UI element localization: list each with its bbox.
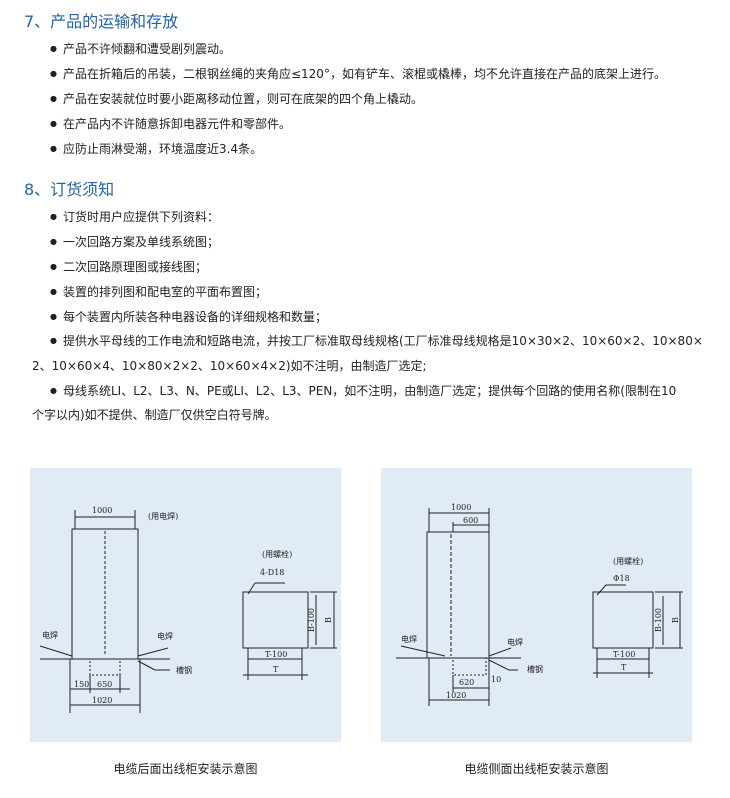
svg-text:(用螺栓): (用螺栓) <box>262 549 292 559</box>
svg-text:(用螺栓): (用螺栓) <box>613 556 643 566</box>
channel-label: 槽钢 <box>527 664 543 674</box>
list-item: 装置的排列图和配电室的平面布置图； <box>50 283 267 300</box>
dim-b: B <box>671 617 680 623</box>
caption-2: 电缆侧面出线柜安装示意图 <box>464 762 609 776</box>
dim-b-100: B-100 <box>307 608 316 632</box>
weld-label-right: 电焊 <box>157 631 173 641</box>
section-7-title: 7、产品的运输和存放 <box>24 12 179 31</box>
svg-text:150: 150 <box>74 680 89 689</box>
list-item: 提供水平母线的工作电流和短路电流，并按工厂标准取母线规格(工厂标准母线规格是10… <box>50 332 703 349</box>
list-item: 每个装置内所装各种电器设备的详细规格和数量； <box>50 308 327 325</box>
weld-label-left: 电焊 <box>401 634 417 644</box>
list-item: 在产品内不许随意拆卸电器元件和零部件。 <box>50 115 291 132</box>
list-item-cont: 2、10×60×4、10×80×2×2、10×60×4×2)如不注明，由制造厂选… <box>32 359 427 373</box>
svg-text:T-100: T-100 <box>613 650 635 659</box>
svg-text:10: 10 <box>491 675 501 684</box>
weld-label-right: 电焊 <box>507 637 523 647</box>
list-item-cont: 个字以内)如不提供、制造厂仅供空白符号牌。 <box>32 408 277 422</box>
channel-label: 槽钢 <box>176 665 192 675</box>
diagram-side-outlet: 1000 600 电焊 电焊 槽钢 10 620 1020 (用螺栓) Φ18 B-100… <box>381 468 692 742</box>
list-item: 一次回路方案及单线系统图； <box>50 233 219 250</box>
svg-text:T-100: T-100 <box>265 650 287 659</box>
svg-text:1020: 1020 <box>92 696 112 705</box>
dim-b-100: B-100 <box>654 608 663 632</box>
dim-width: 1000 <box>92 506 112 515</box>
caption-1: 电缆后面出线柜安装示意图 <box>113 762 258 776</box>
list-item: 产品在折箱后的吊装，二根钢丝绳的夹角应≤120°，如有铲车、滚棍或橇棒，均不允许… <box>50 65 666 82</box>
svg-text:T: T <box>273 665 279 674</box>
diagram-rear-outlet: 1000 (用电焊) 电焊 电焊 槽钢 150 650 1020 (用螺栓) 4-D1… <box>30 468 341 742</box>
list-item: 产品不许倾翻和遭受剧列震动。 <box>50 40 231 57</box>
dim-b: B <box>324 617 333 623</box>
list-item: 母线系统LI、L2、L3、N、PE或LI、L2、L3、PEN，如不注明，由制造厂… <box>50 382 676 399</box>
list-item: 产品在安装就位时要小距离移动位置，则可在底架的四个角上橇动。 <box>50 90 423 107</box>
list-item: 二次回路原理图或接线图； <box>50 258 207 275</box>
svg-text:4-D18: 4-D18 <box>260 568 284 577</box>
list-item: 应防止雨淋受潮，环境温度近3.4条。 <box>50 140 262 157</box>
svg-text:600: 600 <box>463 516 478 525</box>
svg-text:650: 650 <box>97 680 112 689</box>
svg-text:T: T <box>621 663 627 672</box>
list-item: 订货时用户应提供下列资料： <box>50 208 219 225</box>
svg-text:1000: 1000 <box>451 503 471 512</box>
section-8-title: 8、订货须知 <box>24 180 115 199</box>
svg-text:1020: 1020 <box>446 691 466 700</box>
weld-label-left: 电焊 <box>42 630 58 640</box>
svg-text:620: 620 <box>459 678 474 687</box>
svg-text:Φ18: Φ18 <box>613 574 630 583</box>
weld-note: (用电焊) <box>148 511 178 521</box>
